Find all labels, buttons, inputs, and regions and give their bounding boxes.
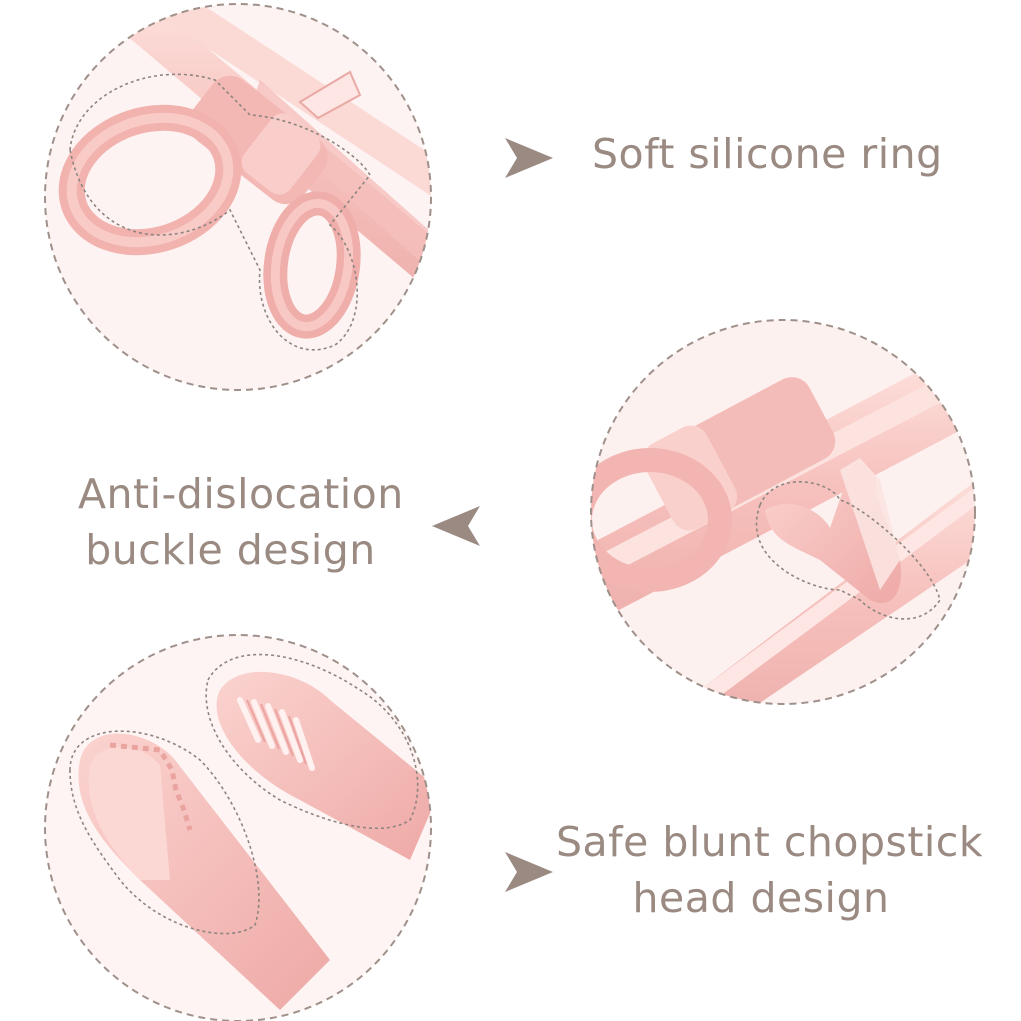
caption-line: Soft silicone ring [592,130,943,178]
caption-line: Safe blunt chopstick [556,818,984,866]
arrowhead-right-icon [505,852,553,892]
feature-caption-buckle: Anti-dislocation buckle design [78,466,404,578]
caption-line: buckle design [85,526,376,574]
feature-caption-chopstick-head: Safe blunt chopstick head design [556,814,984,926]
arrowhead-right-icon [505,138,553,178]
detail-circle-ring [44,3,432,391]
detail-circle-chopstick-heads [44,634,432,1021]
arrowhead-left-icon [432,506,480,546]
feature-caption-ring: Soft silicone ring [592,126,943,182]
caption-line: Anti-dislocation [78,470,404,518]
caption-line: head design [632,874,890,922]
detail-circle-buckle [590,319,976,705]
